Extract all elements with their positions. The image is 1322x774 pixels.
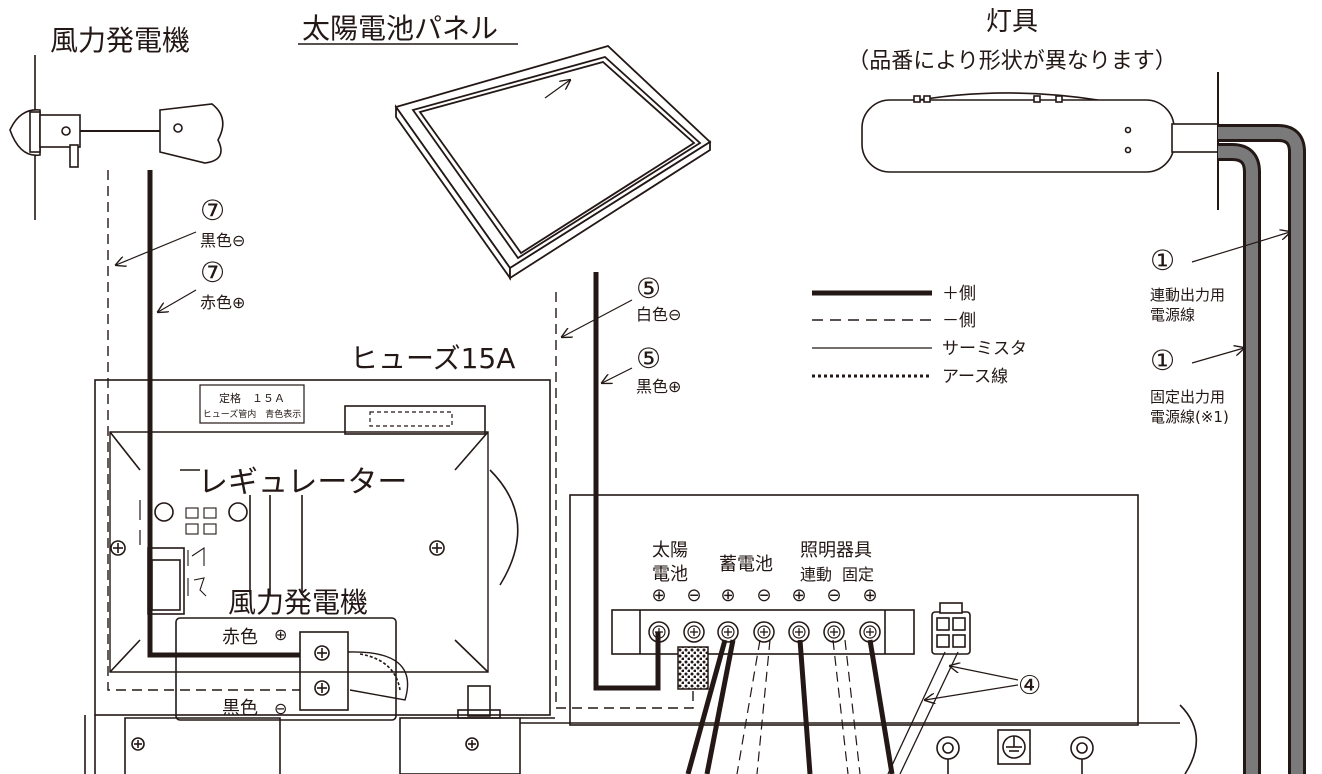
terminal-polarity-symbol: ⊖ xyxy=(826,585,841,606)
legend-earth-label: アース線 xyxy=(942,367,1008,387)
callout-4-num: ④ xyxy=(1018,671,1041,701)
terminal-polarity-symbol: ⊕ xyxy=(720,585,735,606)
ground-terminals xyxy=(936,729,1094,774)
terminal-solar-line1: 太陽 xyxy=(652,540,688,561)
lamp-drawing xyxy=(861,72,1219,210)
wind-generator-box-label: 風力発電機 xyxy=(228,586,368,619)
callout-7-red-text: 赤色⊕ xyxy=(200,293,245,312)
callout-7-black-text: 黒色⊖ xyxy=(200,231,245,250)
wire-black-symbol: ⊖ xyxy=(274,699,287,718)
callout-1-linked-line1: 連動出力用 xyxy=(1150,286,1225,304)
terminal-linked-label: 連動 xyxy=(800,565,832,584)
callout-1-fixed-line1: 固定出力用 xyxy=(1150,388,1225,406)
wire-red-symbol: ⊕ xyxy=(274,625,287,644)
terminal-screw xyxy=(753,621,775,643)
terminal-polarity-symbols: ⊕ ⊖ ⊕ ⊖ ⊕ ⊖ ⊕ xyxy=(651,585,877,606)
callout-1-linked-line2: 電源線 xyxy=(1150,306,1195,324)
solar-panel-pointer xyxy=(544,80,570,99)
wire-red-label: 赤色 xyxy=(222,627,258,648)
callout-7-red-num: ⑦ xyxy=(200,256,225,289)
terminal-screw xyxy=(717,621,739,643)
terminal-polarity-symbol: ⊖ xyxy=(686,585,701,606)
legend-thermistor-label: サーミスタ xyxy=(942,339,1027,359)
solar-minus-wire xyxy=(555,292,694,709)
terminal-polarity-symbol: ⊕ xyxy=(651,585,666,606)
wind-generator-title: 風力発電機 xyxy=(50,24,190,57)
lamp-power-cables xyxy=(1218,124,1306,774)
connector-4pin xyxy=(931,602,971,655)
earth-terminal-block xyxy=(677,646,709,690)
terminal-screw xyxy=(859,621,881,643)
terminal-solar-line2: 電池 xyxy=(652,564,688,585)
terminal-screw xyxy=(683,621,705,643)
legend-plus-label: ＋側 xyxy=(942,284,976,304)
callout-1-fixed-num: ① xyxy=(1150,344,1175,377)
callout-5-white-num: ⑤ xyxy=(636,272,661,305)
solar-plus-wire xyxy=(593,272,661,691)
terminal-lighting-label: 照明器具 xyxy=(800,540,872,561)
regulator-indicators xyxy=(185,507,217,597)
legend-minus-label: －側 xyxy=(942,311,976,331)
wind-plus-wire xyxy=(147,170,300,658)
lamp-title: 灯具 xyxy=(986,7,1038,37)
callout-5-black-text: 黒色⊕ xyxy=(636,377,681,396)
callout-7-black-num: ⑦ xyxy=(200,194,225,227)
terminal-polarity-symbol: ⊖ xyxy=(756,585,771,606)
legend-lines xyxy=(812,290,932,378)
wind-minus-wire xyxy=(107,170,300,691)
output-wires xyxy=(685,639,959,774)
terminal-polarity-symbol: ⊕ xyxy=(862,585,877,606)
lamp-note: （品番により形状が異なります） xyxy=(847,49,1177,74)
regulator-label: レギュレーター xyxy=(198,465,407,500)
terminal-screws xyxy=(648,621,881,643)
callout-1-fixed-line2: 電源線(※1) xyxy=(1150,408,1229,426)
callout-1-linked-num: ① xyxy=(1150,244,1175,277)
terminal-screw xyxy=(823,621,845,643)
callout-5-black-num: ⑤ xyxy=(636,342,661,375)
solar-panel-title: 太陽電池パネル xyxy=(302,12,498,45)
callout-5-white-text: 白色⊖ xyxy=(636,305,681,324)
fuse-plate-line2: ヒューズ管内 青色表示 xyxy=(203,408,302,420)
wire-black-label: 黒色 xyxy=(222,698,258,719)
terminal-polarity-symbol: ⊕ xyxy=(791,585,806,606)
terminal-battery-label: 蓄電池 xyxy=(719,554,773,575)
terminal-fixed-label: 固定 xyxy=(842,565,874,584)
regulator-housing xyxy=(84,379,551,774)
fuse-plate-line1: 定格 １５Ａ xyxy=(219,391,285,405)
fuse-label: ヒューズ15A xyxy=(350,342,515,375)
terminal-screw xyxy=(788,621,810,643)
wind-generator-drawing xyxy=(9,55,224,220)
solar-panel-drawing xyxy=(394,44,712,281)
callout-arrows xyxy=(116,43,1290,700)
